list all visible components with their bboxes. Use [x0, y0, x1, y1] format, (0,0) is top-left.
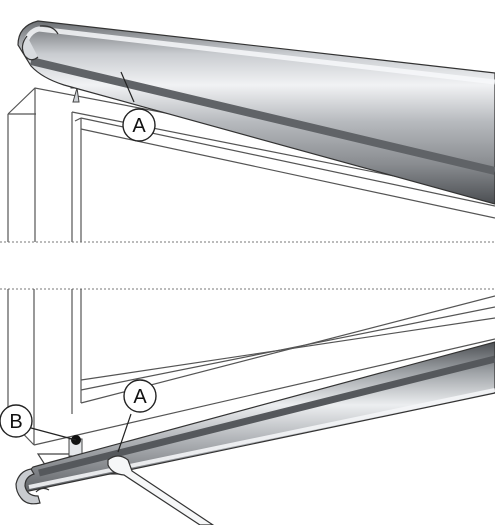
callout-label-bottom-b: B — [9, 411, 22, 433]
bottom-callout-a: A — [117, 379, 157, 453]
wrench-tool — [107, 455, 215, 525]
cut-line — [0, 241, 495, 290]
callout-label-bottom-a: A — [133, 386, 147, 408]
top-rail — [17, 20, 495, 205]
bottom-callout-b: B — [0, 404, 77, 441]
bottom-rail — [15, 341, 495, 505]
top-callout-a: A — [120, 71, 156, 142]
callout-label-top-a: A — [132, 115, 146, 137]
